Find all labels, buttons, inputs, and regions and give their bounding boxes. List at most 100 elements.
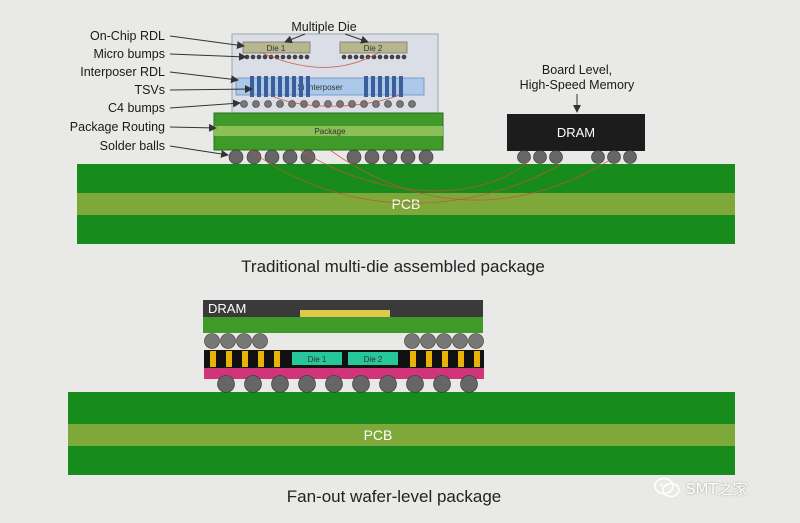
pop-ball <box>220 333 236 349</box>
c4-bump <box>276 100 284 108</box>
arrow-c4-bumps <box>169 99 241 109</box>
top-package-label: Package <box>314 127 346 136</box>
c4-bump <box>252 100 260 108</box>
fanout-via <box>442 351 448 367</box>
top-package-routing-stripe <box>214 126 443 136</box>
c4-bumps <box>240 100 416 108</box>
fanout-via <box>226 351 232 367</box>
bottom-ball <box>433 375 451 393</box>
dram-ball <box>517 150 531 164</box>
si-interposer-body <box>235 77 425 96</box>
bottom-die-2-label: Die 2 <box>364 355 383 364</box>
fanout-rdl <box>204 368 484 379</box>
fanout-via <box>474 351 480 367</box>
bottom-ball <box>460 375 478 393</box>
arrow-micro-bumps <box>169 52 247 61</box>
micro-bump <box>359 54 365 60</box>
multiple-die-arrows <box>284 33 369 44</box>
micro-bump <box>256 54 262 60</box>
c4-bump <box>312 100 320 108</box>
micro-bump <box>353 54 359 60</box>
dram-ball <box>549 150 563 164</box>
arrow-solder-balls <box>169 145 229 158</box>
trace <box>299 149 531 192</box>
bottom-ball <box>244 375 262 393</box>
bottom-ball <box>325 375 343 393</box>
solder-ball <box>364 149 380 165</box>
tsv <box>385 76 389 97</box>
caption-bottom: Fan-out wafer-level package <box>287 487 502 506</box>
pop-ball <box>252 333 268 349</box>
bottom-ball <box>379 375 397 393</box>
fanout-via <box>210 351 216 367</box>
micro-bump <box>304 54 310 60</box>
top-pcb: PCB <box>77 164 735 244</box>
micro-bump <box>383 54 389 60</box>
tsv <box>292 76 296 97</box>
top-dram-label: DRAM <box>557 125 595 140</box>
arrow-interposer-rdl <box>169 71 239 84</box>
c4-bump <box>324 100 332 108</box>
arrow-on-chip-rdl <box>169 35 245 50</box>
si-interposer-label: Si Interposer <box>297 83 343 92</box>
top-traces <box>249 51 611 204</box>
micro-bump <box>377 54 383 60</box>
label-interposer-rdl: Interposer RDL <box>80 65 165 79</box>
fanout-via <box>274 351 280 367</box>
c4-bump <box>396 100 404 108</box>
top-labels: On-Chip RDL Micro bumps Interposer RDL T… <box>70 29 165 153</box>
bottom-dram-body <box>203 300 483 317</box>
tsv <box>278 76 282 97</box>
wechat-icon <box>654 477 680 498</box>
label-multiple-die: Multiple Die <box>291 20 356 34</box>
label-high-speed-memory: High-Speed Memory <box>520 78 635 92</box>
top-pcb-stripe <box>77 193 735 215</box>
top-die-2-body <box>339 41 408 54</box>
arrow-die-2 <box>344 33 369 44</box>
pop-ball <box>452 333 468 349</box>
micro-bump <box>347 54 353 60</box>
dram-ball <box>607 150 621 164</box>
label-on-chip-rdl: On-Chip RDL <box>90 29 165 43</box>
c4-bump <box>408 100 416 108</box>
pop-ball <box>404 333 420 349</box>
micro-bump <box>395 54 401 60</box>
trace <box>249 149 561 204</box>
tsv <box>364 76 368 97</box>
pop-ball <box>420 333 436 349</box>
solder-ball <box>346 149 362 165</box>
top-package: Package <box>213 112 444 151</box>
label-solder-balls: Solder balls <box>100 139 165 153</box>
c4-bump <box>384 100 392 108</box>
tsv <box>392 76 396 97</box>
bottom-solder-balls <box>217 375 478 393</box>
tsv <box>378 76 382 97</box>
si-interposer: Si Interposer <box>235 77 425 96</box>
fanout-via <box>426 351 432 367</box>
micro-bump <box>286 54 292 60</box>
fanout-vias <box>210 351 480 367</box>
label-c4-bumps: C4 bumps <box>108 101 165 115</box>
solder-ball <box>382 149 398 165</box>
bottom-ball <box>298 375 316 393</box>
pop-ball <box>468 333 484 349</box>
watermark-text: SMT之家 <box>686 479 748 498</box>
top-dram: DRAM <box>507 114 645 151</box>
fanout-via <box>458 351 464 367</box>
label-tsvs: TSVs <box>134 83 165 97</box>
solder-ball <box>418 149 434 165</box>
bottom-ball <box>217 375 235 393</box>
solder-ball <box>300 149 316 165</box>
watermark: SMT之家 <box>654 474 748 502</box>
caption-top: Traditional multi-die assembled package <box>241 257 545 276</box>
tsv <box>264 76 268 97</box>
label-package-routing: Package Routing <box>70 120 165 134</box>
pop-ball <box>204 333 220 349</box>
bottom-dram-label: DRAM <box>208 301 246 316</box>
bottom-dram-substrate <box>203 317 483 333</box>
arrow-package-routing <box>169 123 217 132</box>
solder-ball <box>228 149 244 165</box>
trace <box>259 51 381 68</box>
micro-bump <box>280 54 286 60</box>
